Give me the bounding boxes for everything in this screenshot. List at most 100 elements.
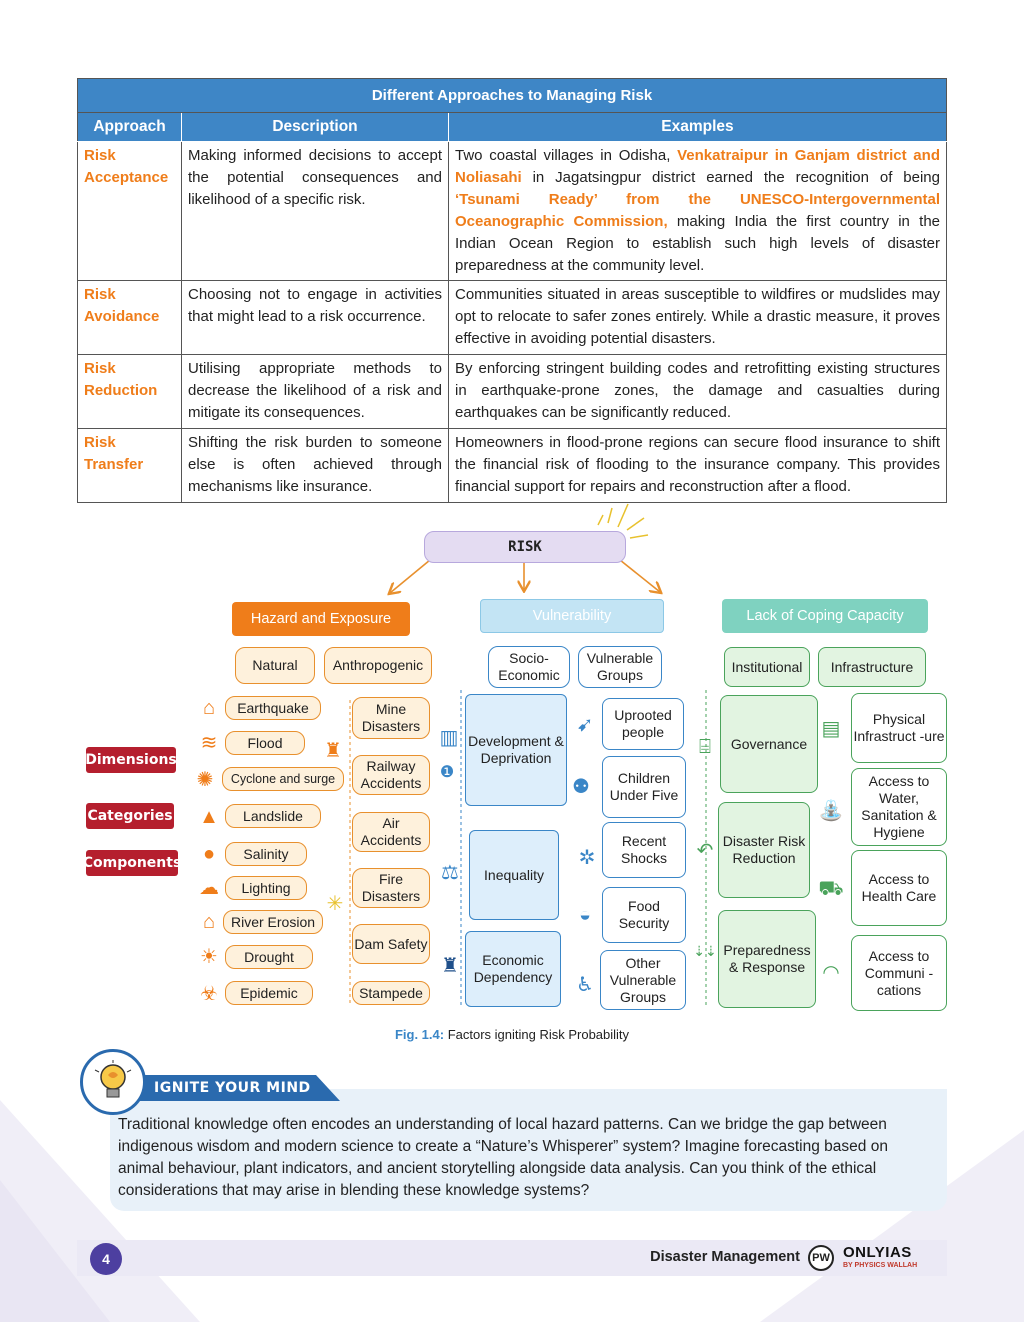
table-row: Risk Transfer Shifting the risk burden t… <box>77 428 947 503</box>
natural-hazard-item: Epidemic <box>225 981 313 1005</box>
anthropogenic-item-label: Air Accidents <box>360 815 422 848</box>
anthropogenic-item-label: Railway Accidents <box>360 758 422 791</box>
coping-header: Lack of Coping Capacity <box>722 599 928 633</box>
natural-hazard-item: Drought <box>225 945 313 969</box>
risk-root-label: RISK <box>508 538 542 555</box>
vulnerable-groups-category: Vulnerable Groups <box>578 646 662 688</box>
coping-factor: Disaster Risk Reduction <box>718 802 810 898</box>
natural-hazard-item: River Erosion <box>223 910 323 934</box>
vulnerable-group: Uprooted people <box>602 698 684 750</box>
anthropogenic-item: Fire Disasters <box>352 868 430 908</box>
deprivation-icon: ❶ <box>439 764 455 781</box>
water-tap-icon: ⛲ <box>818 800 844 822</box>
table-title: Different Approaches to Managing Risk <box>77 78 947 113</box>
scales-icon: ⚖ <box>441 862 459 884</box>
buildings-icon: ▥ <box>439 727 459 749</box>
flood-icon: ≋ <box>200 732 218 754</box>
vulnerable-group-label: Food Security <box>618 898 670 931</box>
coping-factor-label: Preparedness & Response <box>723 942 811 975</box>
example-highlight: ‘Tsunami Ready’ from the UNESCO-Intergov… <box>455 191 940 230</box>
vulnerable-group: Other Vulnerable Groups <box>600 950 686 1010</box>
earthquake-icon: ⌂ <box>202 697 216 719</box>
response-team-icon: ⇣⇣ <box>693 943 717 959</box>
natural-category: Natural <box>235 647 315 684</box>
infrastructure-item-label: Access to Communi -cations <box>864 947 934 998</box>
shock-icon: ✲ <box>578 847 596 869</box>
infrastructure-item: Access to Water, Sanitation & Hygiene <box>851 768 947 846</box>
natural-hazard-item: Salinity <box>225 842 307 866</box>
ignite-box: Traditional knowledge often encodes an u… <box>110 1089 947 1211</box>
directions-icon: ↶ <box>696 840 714 862</box>
natural-hazard-label: Earthquake <box>237 699 309 716</box>
table-row: Risk Acceptance Making informed decision… <box>77 141 947 281</box>
approaches-table: Different Approaches to Managing Risk Ap… <box>77 78 947 503</box>
natural-hazard-item: Landslide <box>225 804 321 828</box>
anthropogenic-item-label: Fire Disasters <box>361 871 421 904</box>
institutional-label: Institutional <box>731 658 803 675</box>
fire-sparkle-icon: ✳ <box>326 893 344 915</box>
header-approach: Approach <box>77 112 182 142</box>
coping-factor-label: Governance <box>730 735 808 752</box>
wifi-icon: ◠ <box>822 962 840 984</box>
anthropogenic-item: Mine Disasters <box>352 697 430 739</box>
ambulance-icon: ⛟ <box>818 878 844 900</box>
anthropogenic-item: Railway Accidents <box>352 755 430 795</box>
natural-label: Natural <box>252 657 298 673</box>
vulnerable-group-label: Uprooted people <box>614 707 672 740</box>
figure-label: Fig. 1.4: <box>394 1027 445 1042</box>
infrastructure-item-label: Access to Water, Sanitation & Hygiene <box>861 773 937 840</box>
vulnerable-group: Recent Shocks <box>602 822 686 878</box>
money-bag-icon: ♜ <box>441 955 459 977</box>
dimensions-tag: Dimensions <box>85 747 177 773</box>
government-building-icon: ⌸ <box>699 736 711 758</box>
infrastructure-item-label: Physical Infrastruct -ure <box>853 711 945 744</box>
example-text: in Jagatsingpur district earned the reco… <box>521 169 940 186</box>
vulnerable-group-label: Children Under Five <box>609 770 679 803</box>
vulnerability-header: Vulnerability <box>480 599 664 633</box>
ignite-text: Traditional knowledge often encodes an u… <box>118 1116 888 1199</box>
header-examples: Examples <box>448 112 947 142</box>
natural-hazard-item: Lighting <box>225 876 307 900</box>
risk-root-node: RISK <box>424 531 626 563</box>
brand-subtitle: BY PHYSICS WALLAH <box>843 1262 918 1269</box>
example-cell: Communities situated in areas susceptibl… <box>448 280 947 355</box>
header-description: Description <box>181 112 449 142</box>
figure-caption-text: Factors igniting Risk Probability <box>444 1027 630 1042</box>
example-text: making India the first country in the In… <box>455 213 940 274</box>
example-cell: Homeowners in flood-prone regions can se… <box>448 428 947 503</box>
anthropogenic-item: Stampede <box>352 981 430 1005</box>
example-cell: Two coastal villages in Odisha, Venkatra… <box>448 141 947 281</box>
natural-hazard-item: Earthquake <box>225 696 321 720</box>
coping-factor: Preparedness & Response <box>718 910 816 1008</box>
natural-hazard-label: Lighting <box>241 879 291 896</box>
anthropogenic-category: Anthropogenic <box>324 647 432 684</box>
footer-band <box>77 1240 947 1276</box>
example-highlight: Venkatraipur in Ganjam district and Noli… <box>455 147 940 186</box>
lightbulb-icon <box>80 1049 146 1115</box>
vulnerability-factor-label: Development & Deprivation <box>468 733 564 766</box>
vulnerable-groups-label: Vulnerable Groups <box>586 650 654 683</box>
natural-hazard-label: Flood <box>247 734 283 751</box>
infrastructure-category: Infrastructure <box>818 647 926 687</box>
natural-hazard-label: Salinity <box>243 845 289 862</box>
table-row: Risk Reduction Utilising appropriate met… <box>77 354 947 429</box>
infrastructure-item: Access to Health Care <box>851 850 947 926</box>
landslide-icon: ▲ <box>199 806 219 828</box>
infrastructure-label: Infrastructure <box>830 658 914 675</box>
vulnerable-group-label: Recent Shocks <box>621 833 667 866</box>
vulnerability-factor: Development & Deprivation <box>465 694 567 806</box>
natural-hazard-label: Epidemic <box>240 984 298 1001</box>
salinity-icon: ● <box>202 843 216 865</box>
vulnerability-factor: Economic Dependency <box>465 931 561 1007</box>
vulnerability-factor: Inequality <box>469 830 559 920</box>
coping-factor: Governance <box>720 695 818 793</box>
approach-cell: Risk Transfer <box>77 428 182 503</box>
socio-economic-category: Socio-Economic <box>488 646 570 688</box>
brand-name: ONLYIAS <box>843 1244 912 1261</box>
natural-hazard-label: River Erosion <box>230 913 316 930</box>
anthropogenic-item: Dam Safety <box>352 924 430 964</box>
epidemic-icon: ☣ <box>200 983 218 1005</box>
anthropogenic-item-label: Dam Safety <box>354 935 428 952</box>
worker-icon: ♜ <box>324 740 342 762</box>
categories-tag: Categories <box>86 803 174 829</box>
